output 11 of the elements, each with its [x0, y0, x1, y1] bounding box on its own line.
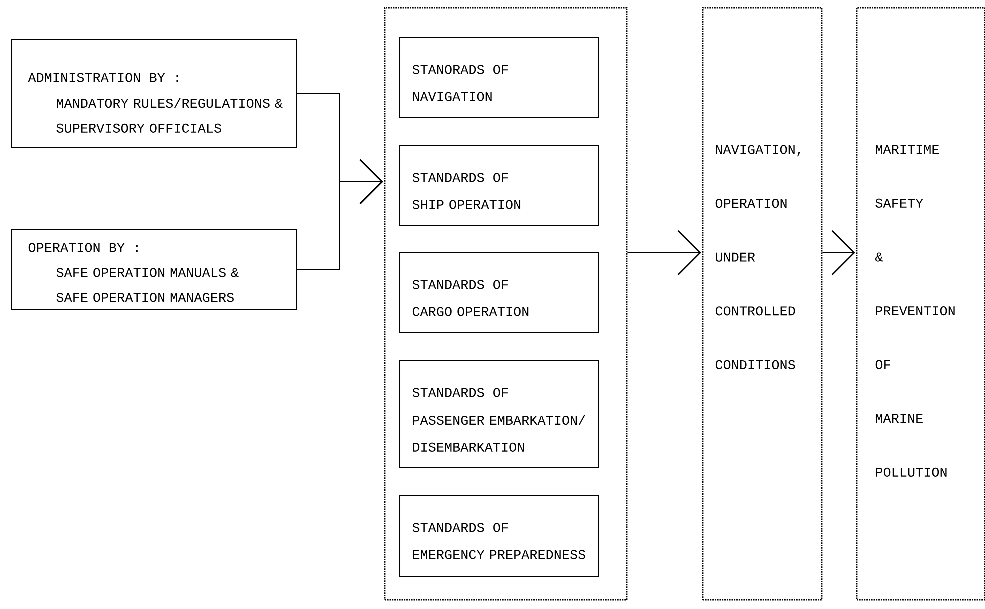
standard-box: STANDARDS OF SHIP OPERATION: [400, 146, 600, 226]
standard-box: STANDARDS OF EMERGENCY PREPAREDNESS: [400, 496, 600, 578]
standard-box: STANDARDS OF PASSENGER EMBARKATION/ DISEMBARKATION: [400, 360, 600, 468]
standard-box: STANORADS OF NAVIGATION: [400, 38, 600, 118]
standard-box: STANDARDS OF CARGO OPERATION: [400, 252, 600, 334]
process-box: ADMINISTRATION BY : MANDATORY RULES/REGULATIONS & SUPERVISORY OFFICIALS: [12, 40, 298, 148]
process-box: OPERATION BY : SAFE OPERATION MANUALS & SAFE OPERATION MANAGERS: [12, 230, 298, 310]
arrow: [297, 160, 384, 270]
outcome-column: NAVIGATION, OPERATION UNDER CONTROLLED CONDITIONS: [702, 7, 823, 601]
outcome-column: MARITIME SAFETY & PREVENTION OF MARINE POLLUTION: [856, 7, 985, 601]
group-box: [384, 7, 628, 601]
